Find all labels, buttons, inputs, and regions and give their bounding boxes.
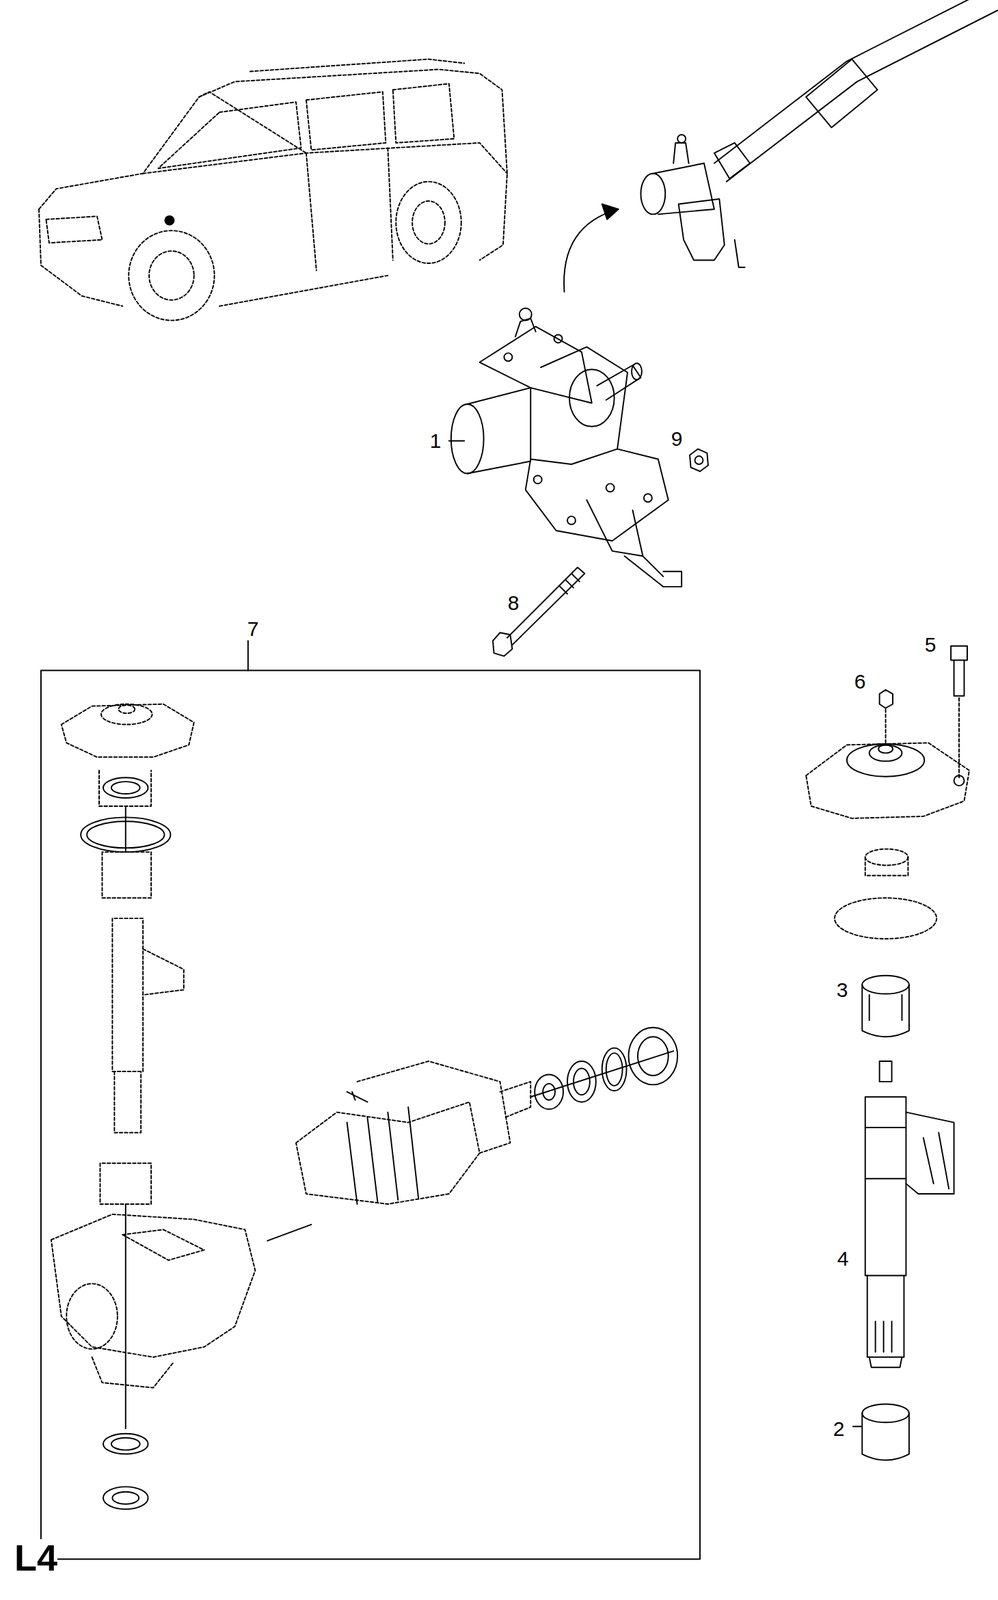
- callout-number: 1: [428, 429, 443, 452]
- vehicle-outline: [38, 59, 508, 321]
- installed-gear: [640, 0, 998, 268]
- callout-number: 8: [506, 591, 521, 614]
- right-parts: [805, 645, 970, 1461]
- callout-number: 6: [853, 670, 868, 693]
- steering-gear: [451, 308, 682, 587]
- callout-number: 5: [923, 633, 938, 656]
- kit-solid-parts: [80, 777, 678, 1509]
- kit-frame: [41, 669, 700, 1559]
- callout-number: 3: [835, 978, 850, 1001]
- callout-number: 7: [246, 617, 261, 640]
- figure-code: L4: [14, 1538, 58, 1576]
- callout-number: 4: [835, 1247, 851, 1270]
- callout-number: 2: [831, 1417, 847, 1440]
- kit-parts: [51, 704, 531, 1388]
- callout-number: 9: [669, 427, 685, 450]
